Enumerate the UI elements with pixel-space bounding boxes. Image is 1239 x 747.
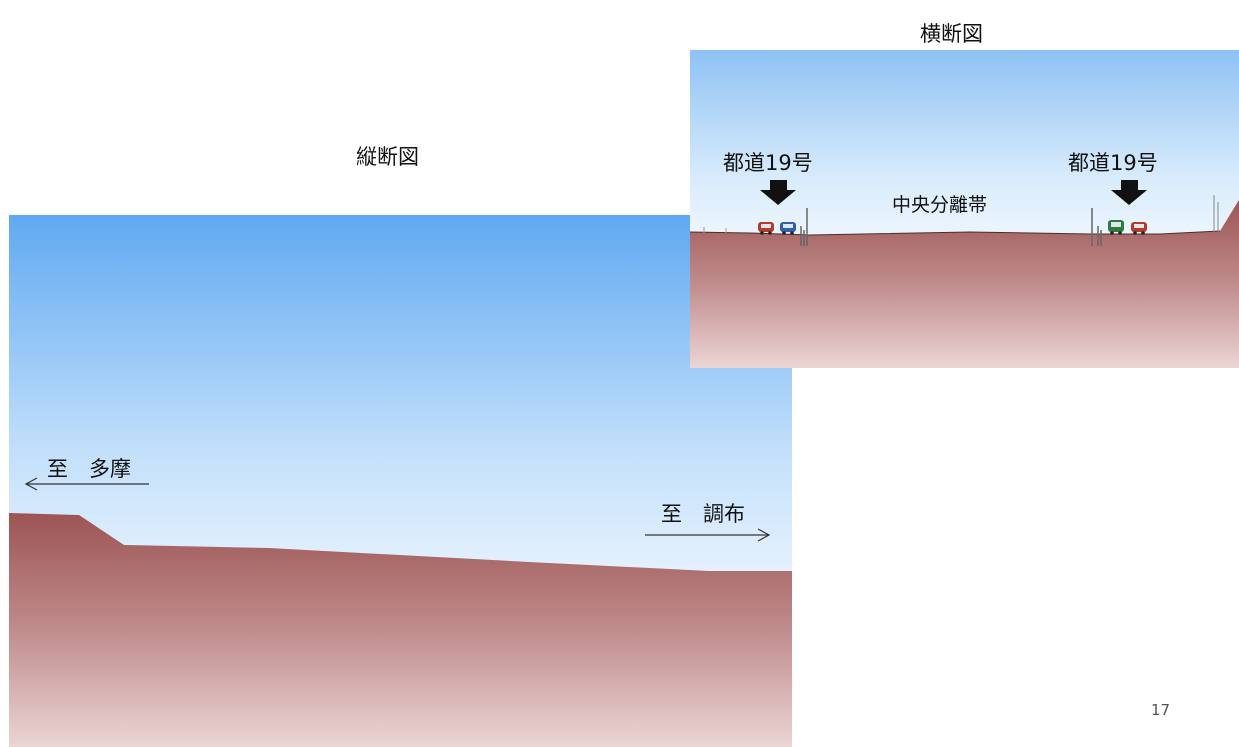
ground-profile bbox=[9, 513, 792, 747]
sign-pole-icon bbox=[800, 208, 808, 246]
direction-label-chofu: 至 調布 bbox=[661, 502, 745, 526]
median-strip-label: 中央分離帯 bbox=[892, 194, 988, 216]
road-label-left: 都道19号 bbox=[723, 151, 813, 175]
cross-section-title: 横断図 bbox=[920, 22, 983, 46]
sign-pole-icon bbox=[1091, 208, 1102, 246]
fence-icon bbox=[703, 227, 727, 233]
car-icon bbox=[1131, 222, 1147, 235]
longitudinal-section-diagram: 至 多摩 至 調布 bbox=[9, 215, 792, 747]
direction-label-tama: 至 多摩 bbox=[47, 457, 131, 481]
arrow-down-icon bbox=[760, 180, 796, 205]
longitudinal-profile-graphic bbox=[9, 215, 792, 747]
road-label-right: 都道19号 bbox=[1068, 151, 1158, 175]
arrow-right-icon bbox=[645, 528, 771, 542]
longitudinal-section-title: 縦断図 bbox=[356, 145, 419, 169]
page-number: 17 bbox=[1151, 701, 1171, 719]
cross-section-graphic bbox=[690, 50, 1239, 368]
fence-icon bbox=[1213, 195, 1219, 232]
car-icon bbox=[758, 222, 774, 235]
arrow-left-icon bbox=[24, 477, 149, 491]
cross-section-diagram: 都道19号 都道19号 中央分離帯 bbox=[690, 50, 1239, 368]
arrow-down-icon bbox=[1111, 180, 1147, 205]
car-icon bbox=[780, 222, 796, 235]
car-icon bbox=[1108, 220, 1124, 235]
